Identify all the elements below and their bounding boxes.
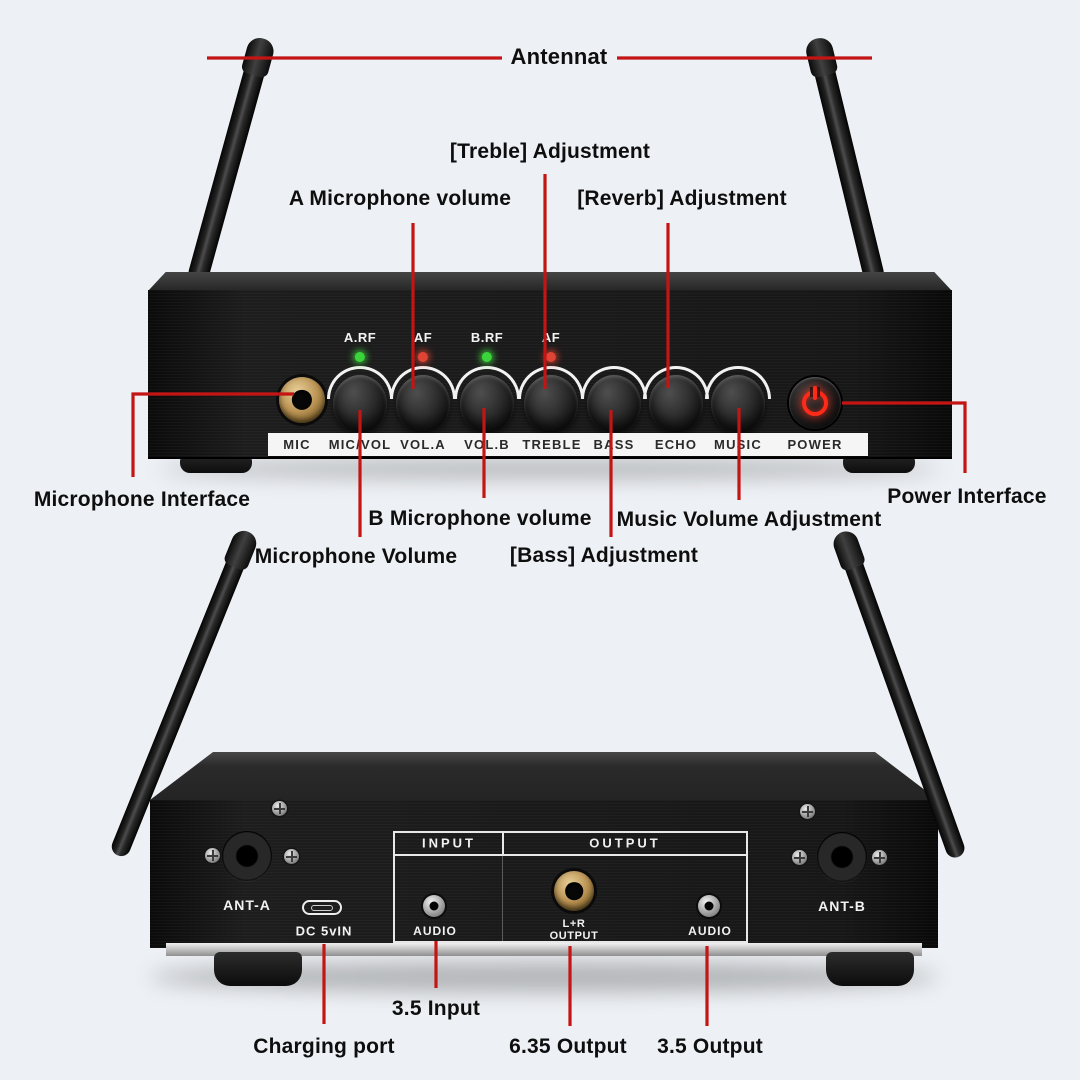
screw-icon bbox=[205, 848, 220, 863]
front-foot-left bbox=[180, 457, 252, 473]
ant-b-label: ANT-B bbox=[818, 898, 866, 914]
io-header-underline bbox=[395, 854, 746, 856]
annotation-635-output: 6.35 Output bbox=[509, 1035, 627, 1058]
panel-label-power: POWER bbox=[787, 437, 843, 452]
screw-icon bbox=[872, 850, 887, 865]
led-green-icon bbox=[482, 352, 492, 362]
panel-label-echo: ECHO bbox=[654, 437, 698, 452]
annotation-35-input: 3.5 Input bbox=[391, 997, 481, 1020]
knob-treble bbox=[517, 366, 585, 460]
lr-output-label-line2: OUTPUT bbox=[549, 930, 599, 942]
audio-output-jack-35 bbox=[698, 895, 720, 917]
front-unit-shadow bbox=[160, 460, 940, 478]
io-panel: INPUT OUTPUT AUDIO L+R OUTPUT AUDIO bbox=[393, 831, 748, 943]
panel-label-vola: VOL.A bbox=[400, 437, 446, 452]
indicator-arf-a: A.RF bbox=[344, 330, 376, 362]
annotation-antenna: Antennat bbox=[510, 44, 608, 69]
back-unit-top-face bbox=[150, 752, 938, 800]
indicator-label: A.RF bbox=[343, 330, 377, 345]
audio-input-jack-35 bbox=[423, 895, 445, 917]
power-button bbox=[789, 377, 841, 429]
indicator-brf-b: B.RF bbox=[471, 330, 503, 362]
arrow-mic-interface bbox=[131, 392, 294, 477]
annotation-reverb: [Reverb] Adjustment bbox=[577, 187, 787, 210]
knob-vol-a bbox=[389, 366, 457, 460]
input-header: INPUT bbox=[422, 835, 476, 851]
mic-jack-635 bbox=[279, 377, 325, 423]
annotation-music-volume: Music Volume Adjustment bbox=[616, 508, 882, 531]
output-header: OUTPUT bbox=[589, 835, 661, 851]
annotation-mic-volume: Microphone Volume bbox=[254, 545, 458, 568]
panel-label-volb: VOL.B bbox=[464, 437, 510, 452]
audio-in-label: AUDIO bbox=[413, 924, 457, 938]
front-label-strip: MIC MIC/VOL VOL.A VOL.B TREBLE BASS ECHO… bbox=[268, 433, 868, 456]
back-foot-left bbox=[214, 952, 302, 986]
indicator-label: B.RF bbox=[470, 330, 504, 345]
screw-icon bbox=[272, 801, 287, 816]
back-bottom-edge bbox=[166, 943, 922, 956]
antenna-mount-b bbox=[818, 833, 866, 881]
led-green-icon bbox=[355, 352, 365, 362]
panel-label-mic: MIC bbox=[283, 437, 311, 452]
panel-label-treble: TREBLE bbox=[522, 437, 582, 452]
annotation-power-interface: Power Interface bbox=[887, 485, 1047, 508]
front-unit-panel: A.RF AF B.RF AF MIC MIC/VOL bbox=[148, 290, 952, 459]
front-foot-right bbox=[843, 457, 915, 473]
screw-icon bbox=[800, 804, 815, 819]
annotation-charging-port: Charging port bbox=[253, 1035, 395, 1058]
dc-port-label: DC 5vIN bbox=[295, 923, 353, 939]
knob-vol-b bbox=[453, 366, 521, 460]
lr-output-jack-635 bbox=[554, 871, 594, 911]
back-foot-right bbox=[826, 952, 914, 986]
antenna-mount-a bbox=[223, 832, 271, 880]
knob-bass bbox=[580, 366, 648, 460]
panel-label-bass: BASS bbox=[593, 437, 635, 452]
ant-a-label: ANT-A bbox=[223, 897, 271, 913]
led-red-icon bbox=[546, 352, 556, 362]
io-header-divider bbox=[502, 833, 504, 854]
indicator-label: AF bbox=[413, 330, 433, 345]
annotation-mic-interface: Microphone Interface bbox=[33, 488, 251, 511]
annotation-35-output: 3.5 Output bbox=[657, 1035, 763, 1058]
annotation-b-mic-volume: B Microphone volume bbox=[368, 507, 592, 530]
audio-out-label: AUDIO bbox=[688, 924, 732, 938]
lr-output-label-line1: L+R bbox=[562, 918, 586, 930]
knob-echo bbox=[642, 366, 710, 460]
led-red-icon bbox=[418, 352, 428, 362]
indicator-af-a: AF bbox=[414, 330, 432, 362]
screw-icon bbox=[284, 849, 299, 864]
power-icon bbox=[802, 390, 828, 416]
arrow-power-interface bbox=[842, 401, 967, 473]
screw-icon bbox=[792, 850, 807, 865]
usb-c-port bbox=[302, 900, 342, 915]
back-unit-panel bbox=[150, 800, 938, 948]
annotation-a-mic-volume: A Microphone volume bbox=[288, 187, 512, 210]
front-unit-top-face bbox=[148, 272, 952, 291]
annotation-treble: [Treble] Adjustment bbox=[449, 140, 651, 163]
io-section-divider bbox=[502, 856, 503, 941]
annotation-bass: [Bass] Adjustment bbox=[509, 544, 699, 567]
